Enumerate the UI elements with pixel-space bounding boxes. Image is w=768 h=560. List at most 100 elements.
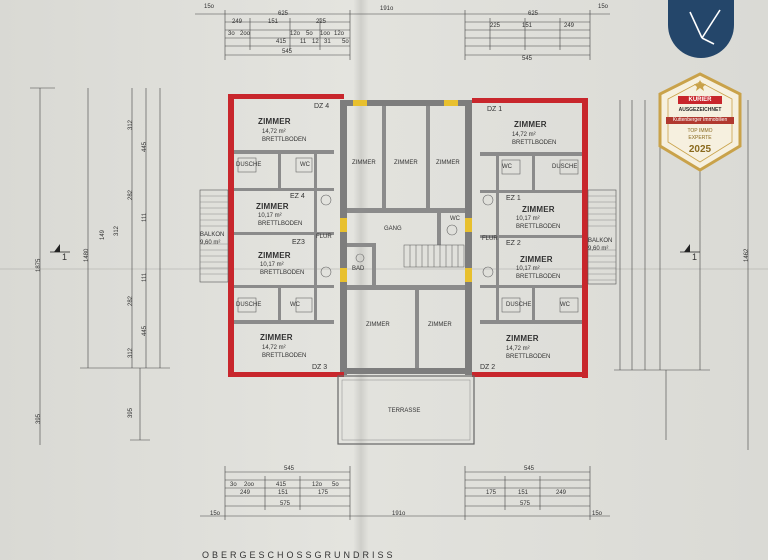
dusche-label-4: DUSCHE: [506, 302, 532, 308]
dim-bottom-total: 191o: [392, 511, 406, 517]
award-line2: Kuttenberger Immobilien: [666, 117, 734, 124]
ez1-room-name: ZIMMER: [522, 205, 555, 214]
dim-bottom-r3-c: 175: [318, 490, 329, 496]
section-arrows: [50, 244, 700, 253]
dusche-label-1: DUSCHE: [236, 162, 262, 168]
dim-side-left-total: 1480: [84, 248, 90, 262]
dim-side-bottom-left-2: 395: [128, 407, 134, 418]
dusche-label-3: DUSCHE: [236, 302, 262, 308]
dim-stack-10: 312: [128, 347, 134, 358]
plan-title: OBERGESCHOSSGRUNDRISS: [202, 550, 396, 560]
dim-bottom-r2-e: 5o: [332, 482, 339, 488]
dim-bottom-r1-left: 545: [284, 466, 295, 472]
dim-bottom-r2-a: 3o: [230, 482, 237, 488]
ez3-room-name: ZIMMER: [258, 251, 291, 260]
dim-stack-3: 282: [128, 189, 134, 200]
balkon-left-label: BALKON: [200, 232, 225, 238]
balkon-left-area: 9,60 m²: [200, 240, 221, 246]
ez1-room-floor: BRETTLBODEN: [516, 224, 561, 230]
dim-top-r2r-c: 249: [564, 23, 575, 29]
dim-top-r3-e: 1oo: [320, 31, 331, 37]
award-brand: KURIER: [688, 97, 712, 103]
section-marker-left: 1: [62, 252, 68, 262]
dim-top-left: 625: [278, 11, 289, 17]
ez4-room-floor: BRETTLBODEN: [258, 221, 303, 227]
wc-label-3: WC: [290, 302, 300, 308]
dz2-unit-label: DZ 2: [480, 364, 496, 371]
dim-top-r3-f: 12o: [334, 31, 345, 37]
dim-top-overall: 191o: [380, 6, 394, 12]
dim-top-r2-a: 249: [232, 19, 243, 25]
terrasse-outline: [337, 375, 475, 445]
dim-stack-1: 312: [128, 119, 134, 130]
dz1-room-name: ZIMMER: [514, 120, 547, 129]
ez2-room-name: ZIMMER: [520, 255, 553, 264]
dim-stack-8: 282: [128, 295, 134, 306]
section-marker-right: 1: [692, 252, 698, 262]
dz4-room-area: 14,72 m²: [262, 129, 286, 135]
ez4-room-area: 10,17 m²: [258, 213, 282, 219]
dz1-room-floor: BRETTLBODEN: [512, 140, 557, 146]
dim-stack-4: 111: [142, 212, 148, 222]
dim-top-r4-d: 31: [324, 39, 331, 45]
dim-top-right: 625: [528, 11, 539, 17]
dz3-room-name: ZIMMER: [260, 333, 293, 342]
ez1-unit-label: EZ 1: [506, 195, 521, 202]
top-dimension-lines: [195, 10, 610, 60]
dim-top-r5-right: 545: [522, 56, 533, 62]
dz2-room-floor: BRETTLBODEN: [506, 354, 551, 360]
dim-top-r2-c: 225: [316, 19, 327, 25]
ez3-room-floor: BRETTLBODEN: [260, 270, 305, 276]
agency-logo-badge: [668, 0, 734, 58]
balkon-right-label: BALKON: [588, 238, 613, 244]
dim-bottom-r2-c: 415: [276, 482, 287, 488]
dim-top-r3-d: 5o: [306, 31, 313, 37]
dz2-room-area: 14,72 m²: [506, 346, 530, 352]
dim-top-r2r-a: 225: [490, 23, 501, 29]
left-wing-walls: [199, 94, 344, 377]
dz3-room-area: 14,72 m²: [262, 345, 286, 351]
dim-top-r5-left: 545: [282, 49, 293, 55]
corridor-label: GANG: [384, 226, 402, 232]
wc-label-4: WC: [560, 302, 570, 308]
dz2-room-name: ZIMMER: [506, 334, 539, 343]
dz1-unit-label: DZ 1: [487, 106, 503, 113]
dim-bottom-overall-right: 575: [520, 501, 531, 507]
balkon-right-area: 9,60 m²: [588, 246, 609, 252]
dim-top-left-edge: 15o: [204, 4, 215, 10]
award-badge: KURIER AUSGEZEICHNET Kuttenberger Immobi…: [656, 72, 744, 172]
terrace-label: TERRASSE: [388, 408, 421, 414]
dz4-unit-label: DZ 4: [314, 103, 330, 110]
dim-top-r3-g: 5o: [342, 39, 349, 45]
dim-top-r2r-b: 151: [522, 23, 533, 29]
center-walls: [340, 100, 472, 375]
ez3-room-area: 10,17 m²: [260, 262, 284, 268]
award-line3: TOP IMMO EXPERTE: [687, 128, 713, 141]
dim-bottom-edge-left: 15o: [210, 511, 221, 517]
award-year: 2025: [688, 144, 712, 155]
dim-bottom-edge-right: 15o: [592, 511, 603, 517]
ez1-room-area: 10,17 m²: [516, 216, 540, 222]
dim-bottom-r1-right: 545: [524, 466, 535, 472]
ez4-room-name: ZIMMER: [256, 202, 289, 211]
ez3-unit-label: EZ3: [292, 239, 305, 246]
dz3-room-floor: BRETTLBODEN: [262, 353, 307, 359]
dim-top-r4-a: 415: [276, 39, 287, 45]
award-line1: AUSGEZEICHNET: [678, 107, 722, 113]
dz1-room-area: 14,72 m²: [512, 132, 536, 138]
dim-top-r4-c: 12: [312, 39, 319, 45]
ez2-unit-label: EZ 2: [506, 240, 521, 247]
dim-bottom-r3r-b: 151: [518, 490, 529, 496]
center-room-bottom-right: ZIMMER: [428, 322, 452, 328]
dim-top-right-edge: 15o: [598, 4, 609, 10]
dim-top-r3-c: 12o: [290, 31, 301, 37]
flur-left-label: FLUR: [316, 234, 332, 240]
dim-stack-6: 149: [100, 229, 106, 240]
dim-stack-5: 312: [114, 225, 120, 236]
dim-stack-7: 111: [142, 272, 148, 282]
dim-side-bottom-left: 395: [36, 413, 42, 424]
dz3-unit-label: DZ 3: [312, 364, 328, 371]
dim-side-right-total: 1462: [744, 248, 750, 262]
